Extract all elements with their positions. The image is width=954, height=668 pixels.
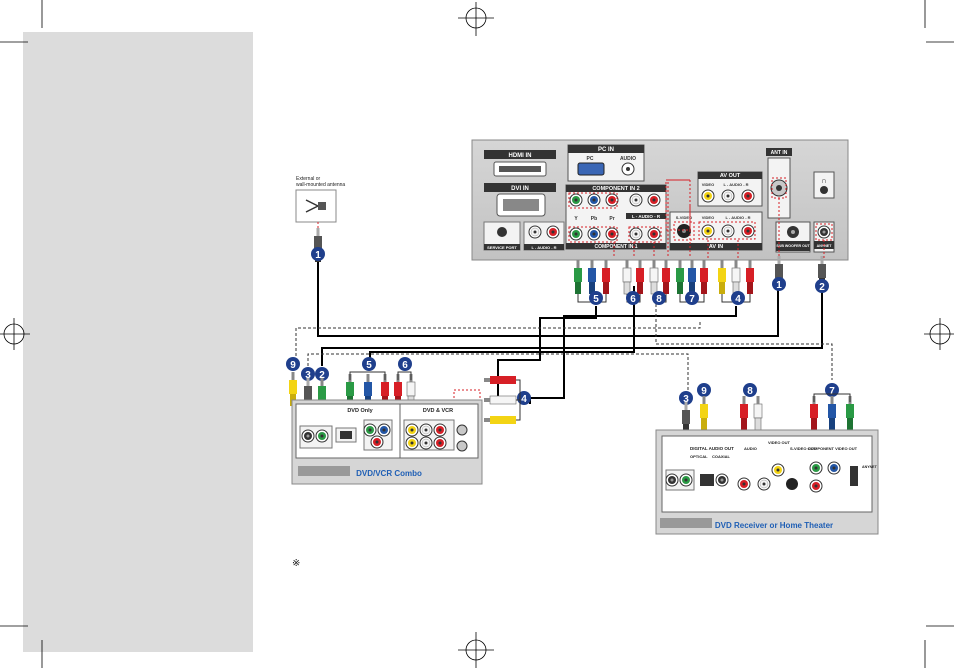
sub-woofer-label: SUB WOOFER OUT bbox=[776, 244, 810, 248]
svg-text:OPTICAL: OPTICAL bbox=[690, 454, 708, 459]
antenna-icon bbox=[305, 199, 319, 213]
digital-audio-out-label: DIGITAL AUDIO OUT bbox=[690, 446, 734, 451]
badge-9-dvd: 9 bbox=[290, 360, 296, 371]
badge-8-tv: 8 bbox=[656, 294, 662, 305]
svg-text:S-VIDEO OUT: S-VIDEO OUT bbox=[790, 446, 817, 451]
service-port-label: SERVICE PORT bbox=[487, 245, 517, 250]
number-badges: 1 5 6 8 7 4 1 2 9 3 2 5 6 4 3 9 8 7 bbox=[286, 247, 839, 405]
hdmi-in-label: HDMI IN bbox=[509, 153, 532, 159]
dvd-only-label: DVD Only bbox=[347, 408, 373, 414]
badge-9-receiver: 9 bbox=[701, 386, 707, 397]
badge-2-tv: 2 bbox=[819, 282, 825, 293]
badge-1-tv: 1 bbox=[776, 280, 782, 291]
svg-text:PC: PC bbox=[587, 156, 594, 162]
footnote-symbol: ※ bbox=[292, 558, 300, 569]
dvd-vcr-combo: DVD Only DVD & VCR DVD/VCR Combo bbox=[291, 399, 483, 485]
dvd-combo-title: DVD/VCR Combo bbox=[356, 469, 422, 478]
badge-4-tv: 4 bbox=[735, 294, 741, 305]
gray-sidebar bbox=[23, 32, 253, 652]
svg-text:COAXIAL: COAXIAL bbox=[712, 454, 731, 459]
svg-text:L - AUDIO - R: L - AUDIO - R bbox=[725, 215, 750, 220]
svg-text:AUDIO: AUDIO bbox=[620, 156, 636, 162]
tv-plugs bbox=[574, 256, 826, 295]
badge-7-receiver: 7 bbox=[829, 386, 835, 397]
svg-text:Pr: Pr bbox=[609, 216, 614, 222]
dvd-receiver: DIGITAL AUDIO OUT OPTICAL COAXIAL AUDIO … bbox=[655, 429, 879, 535]
badge-4-av: 4 bbox=[521, 394, 527, 405]
headphone-icon: ∩ bbox=[821, 176, 827, 185]
svg-text:VIDEO: VIDEO bbox=[702, 215, 714, 220]
badge-6-dvd: 6 bbox=[402, 360, 408, 371]
cable-runs bbox=[317, 262, 823, 404]
dvd-vcr-label: DVD & VCR bbox=[423, 408, 453, 414]
svg-text:S-VIDEO: S-VIDEO bbox=[676, 215, 692, 220]
badge-3-dvd: 3 bbox=[305, 370, 311, 381]
av-in-label: AV IN bbox=[709, 244, 723, 250]
dashed-cable-paths bbox=[440, 179, 825, 421]
hdmi-label-bg bbox=[484, 150, 556, 159]
tv-rear-panel: HDMI IN DVI IN SERVICE PORT L - AUDIO - … bbox=[471, 139, 849, 261]
component-in-2-label: COMPONENT IN 2 bbox=[592, 186, 639, 192]
svg-text:AUDIO: AUDIO bbox=[744, 446, 757, 451]
badge-8-receiver: 8 bbox=[747, 386, 753, 397]
badge-7-tv: 7 bbox=[689, 294, 695, 305]
badge-5-tv: 5 bbox=[593, 294, 599, 305]
svg-text:VIDEO OUT: VIDEO OUT bbox=[768, 440, 791, 445]
antenna-label-2: wall-mounted antenna bbox=[296, 182, 345, 188]
dvi-in-label: DVI IN bbox=[511, 186, 529, 192]
av-out-label: AV OUT bbox=[720, 173, 741, 179]
antenna-label-1: External or bbox=[296, 176, 321, 182]
svg-text:Y: Y bbox=[574, 216, 578, 222]
badge-5-dvd: 5 bbox=[366, 360, 372, 371]
svg-text:L - AUDIO - R: L - AUDIO - R bbox=[531, 245, 556, 250]
svg-text:VIDEO: VIDEO bbox=[702, 182, 714, 187]
badge-1-antenna: 1 bbox=[315, 250, 321, 261]
pc-in-label: PC IN bbox=[598, 147, 614, 153]
component-in-1-label: COMPONENT IN 1 bbox=[594, 244, 637, 250]
svg-text:L - AUDIO - R: L - AUDIO - R bbox=[632, 214, 661, 219]
badge-2-dvd: 2 bbox=[319, 370, 325, 381]
badge-6-tv: 6 bbox=[630, 294, 636, 305]
av-cable-4 bbox=[484, 376, 521, 424]
svg-text:COMPONENT VIDEO OUT: COMPONENT VIDEO OUT bbox=[808, 446, 858, 451]
badge-3-receiver: 3 bbox=[683, 394, 689, 405]
antenna: External or wall-mounted antenna bbox=[295, 176, 345, 262]
svg-text:Pb: Pb bbox=[591, 216, 597, 222]
ant-in-label: ANT IN bbox=[771, 150, 788, 156]
dvd-receiver-title: DVD Receiver or Home Theater bbox=[715, 521, 833, 530]
svg-text:ANYNET: ANYNET bbox=[862, 465, 878, 469]
svg-text:L - AUDIO - R: L - AUDIO - R bbox=[723, 182, 748, 187]
